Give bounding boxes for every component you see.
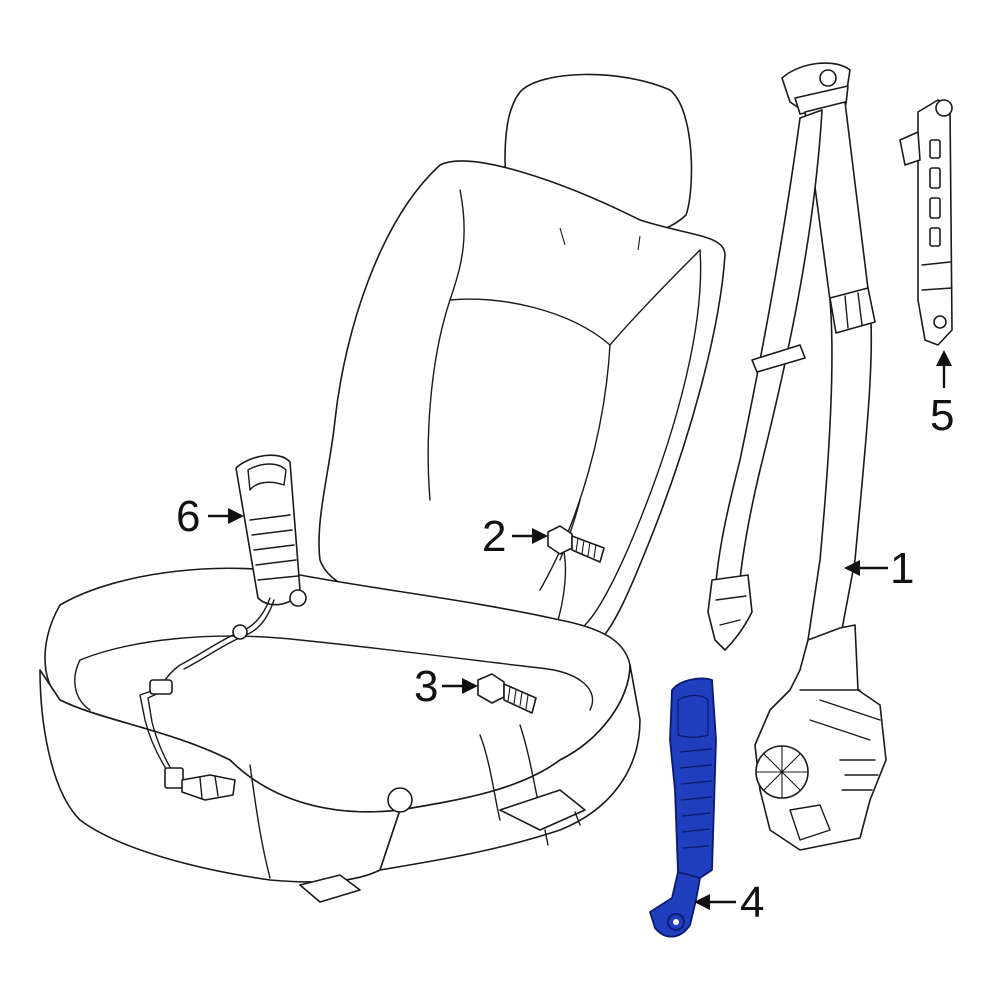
bolt-part-3 xyxy=(477,673,537,714)
callout-arrow-5 xyxy=(936,350,952,388)
callout-arrow-3 xyxy=(442,678,478,694)
callout-label-6: 6 xyxy=(176,492,200,541)
seat xyxy=(39,73,726,903)
height-adjuster-part-5 xyxy=(899,99,953,346)
buckle-end-part-4-highlighted xyxy=(649,677,717,938)
buckle-end-part-6 xyxy=(139,454,307,801)
callout-label-3: 3 xyxy=(414,662,438,711)
callout-label-5: 5 xyxy=(930,391,954,440)
callout-arrow-4 xyxy=(694,894,736,910)
callout-label-2: 2 xyxy=(482,512,506,561)
callout-label-4: 4 xyxy=(740,878,764,927)
callout-arrow-6 xyxy=(208,508,244,524)
callout-label-1: 1 xyxy=(890,544,914,593)
bolt-part-2 xyxy=(547,525,605,563)
callout-arrow-1 xyxy=(844,560,888,576)
callout-arrow-2 xyxy=(512,528,548,544)
retractor-belt-part-1 xyxy=(707,62,887,851)
